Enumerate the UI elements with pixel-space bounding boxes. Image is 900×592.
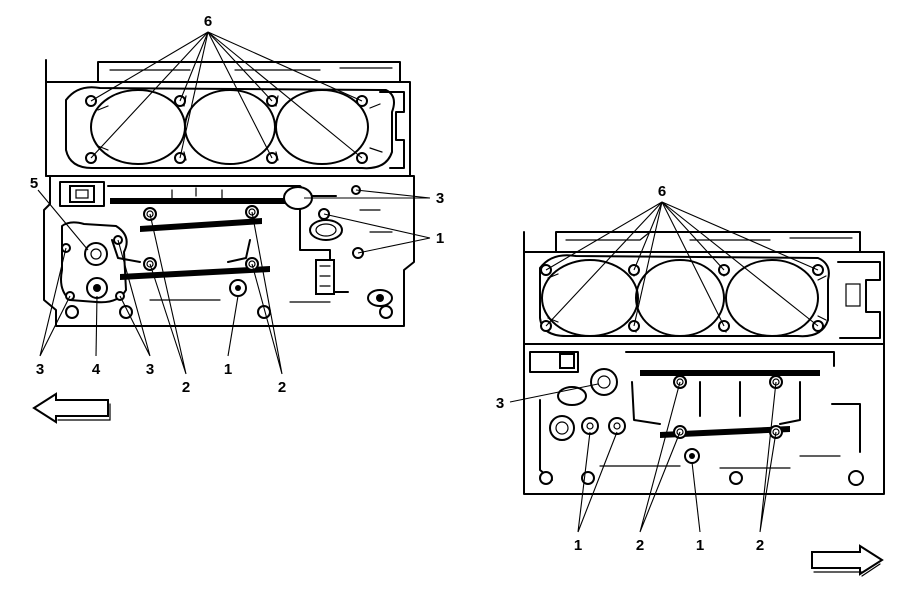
callout-right-1-b: 1 bbox=[696, 537, 704, 554]
right-callouts: 6 3 1 2 1 2 bbox=[496, 183, 764, 554]
callout-left-6: 6 bbox=[204, 13, 212, 30]
callout-right-3: 3 bbox=[496, 395, 504, 412]
callout-left-1-bottom: 1 bbox=[224, 361, 232, 378]
callout-left-2-b: 2 bbox=[278, 379, 286, 396]
left-leader-lines bbox=[37, 31, 431, 375]
callout-left-5: 5 bbox=[30, 175, 38, 192]
callout-right-6: 6 bbox=[658, 183, 666, 200]
right-direction-arrow bbox=[811, 544, 884, 576]
callout-right-1-a: 1 bbox=[574, 537, 582, 554]
callout-left-4: 4 bbox=[92, 361, 101, 378]
right-head-bolt-holes bbox=[540, 264, 824, 332]
right-engine-block bbox=[523, 231, 885, 495]
callout-left-3-a: 3 bbox=[36, 361, 44, 378]
left-head-bolt-holes bbox=[85, 95, 368, 164]
callout-left-3-b: 3 bbox=[146, 361, 154, 378]
left-bearing-bolts bbox=[143, 185, 364, 297]
right-bearing-bolts bbox=[673, 375, 783, 464]
left-direction-arrow bbox=[32, 392, 109, 424]
left-callouts: 6 5 3 1 3 4 3 2 1 2 bbox=[30, 13, 444, 396]
callout-left-2-a: 2 bbox=[182, 379, 190, 396]
callout-left-1-right: 1 bbox=[436, 230, 444, 247]
callout-right-2-a: 2 bbox=[636, 537, 644, 554]
right-leader-lines bbox=[509, 201, 819, 533]
callout-left-3-right: 3 bbox=[436, 190, 444, 207]
callout-right-2-b: 2 bbox=[756, 537, 764, 554]
